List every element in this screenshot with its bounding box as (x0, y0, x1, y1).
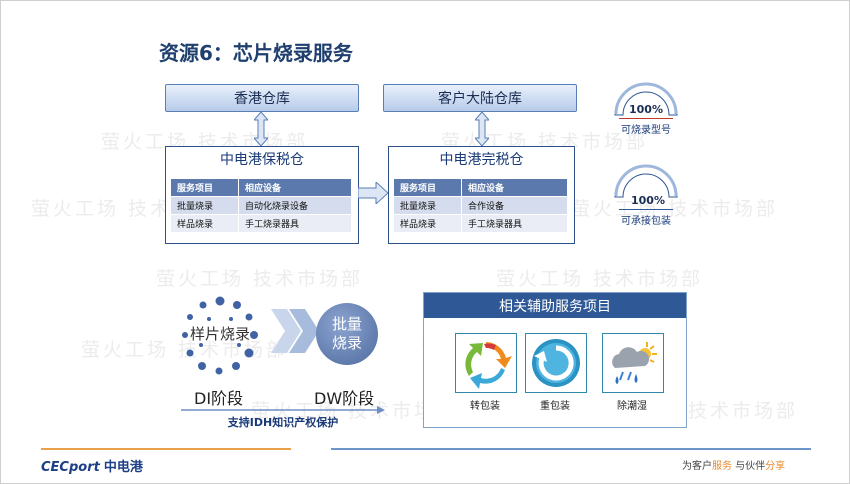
watermark: 萤火工场 技术市场部 (496, 268, 704, 290)
aux-services-title: 相关辅助服务项目 (424, 293, 686, 318)
logo-text-en: CECport (41, 460, 100, 475)
watermark: 萤火工场 技术市场部 (81, 339, 289, 361)
aux-service-label: 除潮湿 (617, 401, 647, 412)
table-cell: 样品烧录 (170, 214, 239, 233)
bulk-label-line: 烧录 (331, 334, 362, 352)
hk-warehouse-header: 香港仓库 (165, 84, 359, 112)
gauge-label: 可承接包装 (621, 216, 671, 227)
right-arrow-icon (358, 182, 388, 204)
slogan-part: 服务 (712, 461, 732, 472)
ip-protection-label: 支持IDH知识产权保护 (227, 416, 339, 429)
logo-text-cn: 中电港 (103, 460, 143, 475)
table-cell: 样品烧录 (393, 214, 462, 233)
table-cell: 合作设备 (461, 196, 568, 215)
refresh-arrow-icon (525, 333, 587, 393)
aux-service-label: 转包装 (470, 401, 500, 412)
model-gauge (614, 82, 678, 116)
gauge-baseline (619, 118, 673, 119)
sample-programming-label: 样片烧录 (189, 325, 250, 343)
chevron-right-icon (271, 309, 319, 353)
column-header: 相应设备 (238, 178, 352, 197)
cn-warehouse-header: 客户大陆仓库 (383, 84, 577, 112)
warehouse-name: 中电港保税仓 (220, 152, 304, 168)
table-row: 样品烧录 手工烧录器具 (393, 214, 568, 233)
aux-services-panel: 相关辅助服务项目 转包装 重包装 (423, 292, 687, 428)
warehouse-name: 中电港完税仓 (439, 152, 524, 168)
footer-slogan: 为客户服务 与伙伴分享 (682, 457, 785, 472)
column-header: 相应设备 (461, 178, 568, 197)
phase-di-label: DI阶段 (194, 389, 244, 408)
packaging-gauge (614, 164, 678, 198)
service-table: 服务项目 相应设备 批量烧录 合作设备 样品烧录 手工烧录器具 (393, 178, 568, 233)
progress-arrow-icon (181, 406, 385, 414)
aux-service-label: 重包装 (540, 401, 570, 412)
double-arrow-icon (254, 112, 268, 146)
table-row: 批量烧录 自动化烧录设备 (170, 196, 352, 215)
column-header: 服务项目 (393, 178, 462, 197)
double-arrow-icon (475, 112, 489, 146)
watermark: 萤火工场 技术市场部 (251, 400, 459, 422)
bulk-label-line: 批量 (331, 315, 362, 333)
service-table: 服务项目 相应设备 批量烧录 自动化烧录设备 样品烧录 手工烧录器具 (170, 178, 352, 233)
recycle-arrows-icon (455, 333, 517, 393)
table-cell: 手工烧录器具 (238, 214, 352, 233)
footer-line (41, 448, 291, 450)
table-row: 样品烧录 手工烧录器具 (170, 214, 352, 233)
rain-cloud-sun-icon (602, 333, 664, 393)
table-cell: 手工烧录器具 (461, 214, 568, 233)
column-header: 服务项目 (170, 178, 239, 197)
watermark: 萤火工场 技术市场部 (571, 198, 779, 220)
page-title: 资源6：芯片烧录服务 (159, 41, 353, 65)
watermark: 萤火工场 技术市场部 (156, 268, 364, 290)
table-cell: 批量烧录 (170, 196, 239, 215)
bulk-programming-circle: 批量 烧录 (316, 303, 378, 365)
table-cell: 自动化烧录设备 (238, 196, 352, 215)
gauge-label: 可烧录型号 (621, 125, 671, 136)
cn-dutypaid-warehouse: 中电港完税仓 服务项目 相应设备 批量烧录 合作设备 样品烧录 手工烧录器具 (388, 146, 575, 244)
slogan-part: 为客户 (682, 461, 712, 472)
slogan-part: 分享 (765, 461, 786, 472)
gauge-value: 100% (629, 103, 663, 116)
slogan-part: 与伙伴 (732, 461, 766, 472)
table-row: 批量烧录 合作设备 (393, 196, 568, 215)
hk-bonded-warehouse: 中电港保税仓 服务项目 相应设备 批量烧录 自动化烧录设备 样品烧录 手工烧录器… (165, 146, 359, 244)
gauge-baseline (619, 209, 673, 210)
gauge-value: 100% (631, 194, 665, 207)
table-cell: 批量烧录 (393, 196, 462, 215)
footer-line (331, 448, 811, 450)
phase-dw-label: DW阶段 (314, 389, 375, 408)
sample-dots-icon (182, 296, 258, 375)
